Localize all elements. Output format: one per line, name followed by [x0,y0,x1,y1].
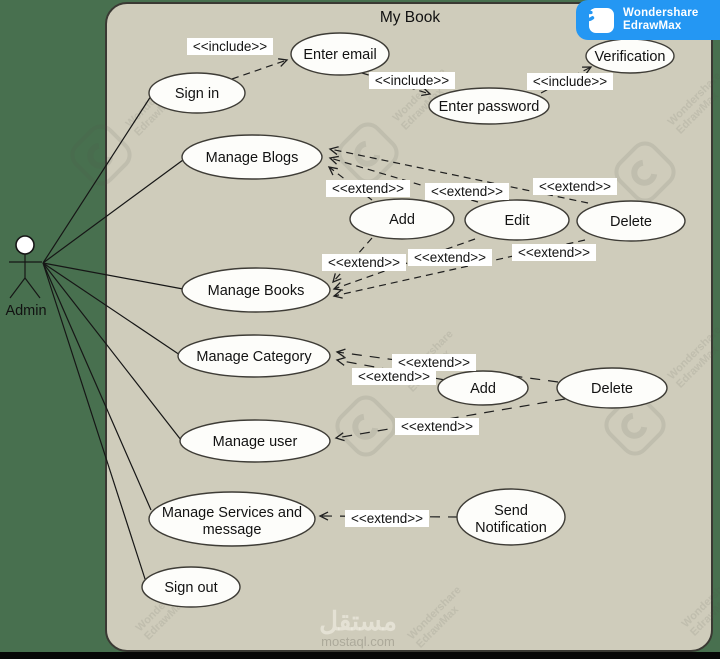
svg-text:<<extend>>: <<extend>> [358,369,430,384]
actor-head [15,235,35,255]
svg-text:<<extend>>: <<extend>> [398,355,470,370]
edrawmax-watermark-logo-icon [337,122,399,184]
include-label[interactable]: <<include>> [369,72,455,89]
extend-label[interactable]: <<extend>> [322,254,406,271]
svg-text:Sign in: Sign in [175,86,219,102]
usecase-edit-blogs[interactable]: Edit [464,199,570,241]
usecase-add-blogs[interactable]: Add [349,198,455,240]
association-manage-books[interactable] [42,262,184,290]
actor-label: Admin [5,303,46,319]
usecase-verification[interactable]: Verification [585,38,675,74]
usecase-manage-books[interactable]: Manage Books [181,267,331,313]
system-boundary-title: My Book [380,9,441,26]
svg-text:Add: Add [389,212,415,228]
svg-text:مستقل: مستقل [319,606,397,636]
edrawmax-badge[interactable]: Wondershare EdrawMax [576,0,720,40]
extend-label[interactable]: <<extend>> [395,418,479,435]
usecase-send-notification[interactable]: Send Notification [456,488,566,546]
badge-brand-name: Wondershare [623,7,699,19]
svg-text:<<include>>: <<include>> [193,39,267,54]
extend-delete-manageblogs[interactable] [328,146,589,204]
svg-text:Manage user: Manage user [213,434,298,450]
extend-label[interactable]: <<extend>> [392,354,476,371]
include-signin-enteremail[interactable] [231,58,289,80]
svg-text:Manage Services and: Manage Services and [162,505,302,521]
svg-text:<<extend>>: <<extend>> [351,511,423,526]
usecase-manage-blogs[interactable]: Manage Blogs [181,134,323,180]
svg-text:Manage Books: Manage Books [208,283,305,299]
association-manage-category[interactable] [42,262,181,356]
extend-label[interactable]: <<extend>> [408,249,492,266]
extend-label[interactable]: <<extend>> [512,244,596,261]
extend-label[interactable]: <<extend>> [352,368,436,385]
mostaql-watermark: مستقل mostaql.com [319,606,397,649]
extend-label[interactable]: <<extend>> [326,180,410,197]
svg-text:Verification: Verification [595,49,666,65]
usecase-add-category[interactable]: Add [437,370,529,406]
edrawmax-watermark-logo-icon [335,395,397,457]
badge-product-name: EdrawMax [623,20,682,32]
usecase-manage-services[interactable]: Manage Services and message [148,491,316,547]
usecase-enter-password[interactable]: Enter password [428,87,550,125]
extend-sendnotification-manageservices[interactable] [318,511,459,521]
include-label[interactable]: <<include>> [187,38,273,55]
usecase-delete-category[interactable]: Delete [556,367,668,409]
actor-leg-left [9,277,26,299]
svg-text:<<extend>>: <<extend>> [328,255,400,270]
usecase-sign-out[interactable]: Sign out [141,566,241,608]
actor-leg-right [24,277,41,299]
svg-text:<<extend>>: <<extend>> [332,181,404,196]
association-sign-out[interactable] [42,262,147,583]
svg-text:Manage Blogs: Manage Blogs [206,150,299,166]
association-manage-user[interactable] [42,262,182,441]
svg-text:<<extend>>: <<extend>> [431,184,503,199]
usecase-sign-in[interactable]: Sign in [148,72,246,114]
svg-text:Notification: Notification [475,520,547,536]
svg-text:Manage Category: Manage Category [196,349,312,365]
association-signin[interactable] [42,95,152,264]
extend-label[interactable]: <<extend>> [425,183,509,200]
extend-label[interactable]: <<extend>> [345,510,429,527]
include-label[interactable]: <<include>> [527,73,613,90]
actor-admin[interactable]: Admin [5,235,47,319]
svg-text:Sign out: Sign out [164,580,217,596]
usecase-enter-email[interactable]: Enter email [290,32,390,76]
usecase-delete-blogs[interactable]: Delete [576,200,686,242]
svg-text:Edit: Edit [505,213,530,229]
edrawmax-watermark-logo-icon [614,141,676,203]
svg-text:Send: Send [494,503,528,519]
usecase-manage-category[interactable]: Manage Category [177,334,331,378]
extend-label[interactable]: <<extend>> [533,178,617,195]
svg-text:message: message [203,522,262,538]
svg-text:<<include>>: <<include>> [375,73,449,88]
svg-text:Enter password: Enter password [439,99,540,115]
svg-text:<<extend>>: <<extend>> [401,419,473,434]
svg-text:<<include>>: <<include>> [533,74,607,89]
svg-text:Enter email: Enter email [303,47,376,63]
svg-text:Delete: Delete [591,381,633,397]
svg-text:<<extend>>: <<extend>> [539,179,611,194]
actor-associations [42,95,184,583]
svg-text:<<extend>>: <<extend>> [414,250,486,265]
bottom-bar [0,652,720,659]
association-manage-blogs[interactable] [42,159,184,264]
svg-text:mostaql.com: mostaql.com [321,634,395,649]
usecase-manage-user[interactable]: Manage user [179,419,331,463]
svg-text:Delete: Delete [610,214,652,230]
edrawmax-logo-icon [579,3,614,33]
svg-text:Add: Add [470,381,496,397]
association-manage-services[interactable] [42,262,152,511]
svg-text:<<extend>>: <<extend>> [518,245,590,260]
